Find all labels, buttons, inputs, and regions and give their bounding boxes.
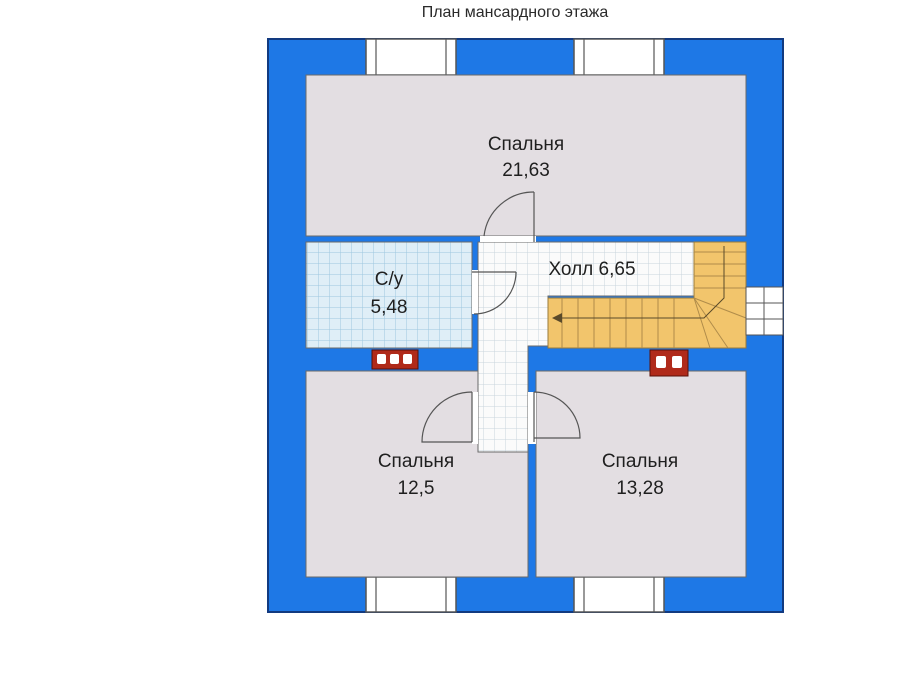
- window-top-left: [365, 38, 457, 76]
- window-top-right: [573, 38, 665, 76]
- vent-block-right: [649, 349, 689, 377]
- staircase: [547, 241, 747, 349]
- bedroom-right-area: 13,28: [616, 478, 664, 499]
- bathroom: [305, 241, 473, 349]
- door-bedroom-right: [528, 391, 581, 444]
- bedroom-top-name: Спальня: [488, 134, 564, 155]
- vent-block-left: [371, 349, 419, 370]
- door-bedroom-top: [480, 191, 536, 242]
- door-bathroom: [472, 270, 517, 315]
- plan-title: План мансардного этажа: [421, 4, 609, 21]
- bedroom-left-name: Спальня: [378, 451, 454, 472]
- bathroom-name: С/у: [375, 269, 404, 290]
- bedroom-top-area: 21,63: [502, 160, 550, 181]
- bedroom-right: [535, 370, 747, 578]
- door-bedroom-left: [421, 391, 478, 444]
- window-bottom-right: [573, 576, 665, 613]
- bathroom-area: 5,48: [371, 297, 408, 318]
- hall-label: Холл 6,65: [548, 259, 635, 280]
- bedroom-left-area: 12,5: [398, 478, 435, 499]
- window-bottom-left: [365, 576, 457, 613]
- bedroom-right-name: Спальня: [602, 451, 678, 472]
- bedroom-top: [305, 74, 747, 237]
